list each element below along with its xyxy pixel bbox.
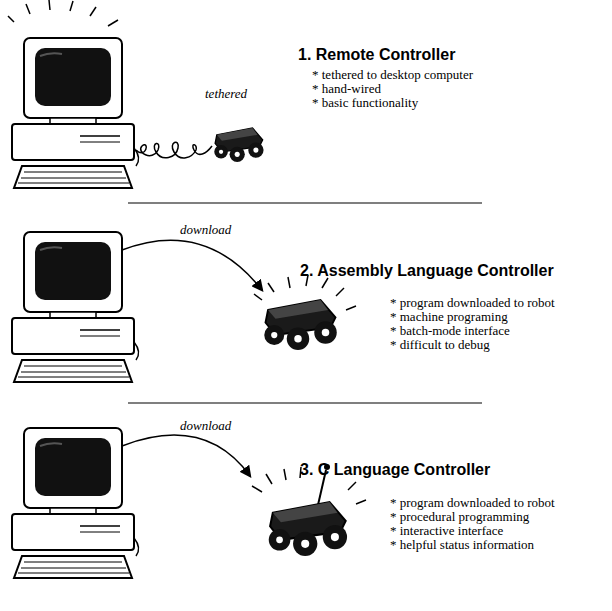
feature-bullet: * tethered to desktop computer bbox=[312, 68, 473, 82]
panel-title: 2. Assembly Language Controller bbox=[300, 262, 554, 280]
robot bbox=[264, 300, 337, 350]
feature-bullet: * machine programing bbox=[390, 310, 508, 324]
connection-label: download bbox=[180, 222, 231, 238]
desktop-computer bbox=[12, 232, 139, 382]
robot bbox=[214, 128, 263, 162]
download-arrow bbox=[122, 240, 262, 290]
feature-bullet: * interactive interface bbox=[390, 524, 503, 538]
panel-title: 3. C Language Controller bbox=[300, 461, 490, 479]
download-arrow bbox=[122, 435, 250, 476]
connection-label: download bbox=[180, 418, 231, 434]
robot bbox=[269, 502, 347, 556]
connection-label: tethered bbox=[205, 86, 247, 102]
desktop-computer bbox=[12, 428, 139, 578]
rays bbox=[8, 0, 118, 26]
panel-title: 1. Remote Controller bbox=[298, 46, 455, 64]
feature-bullet: * difficult to debug bbox=[390, 338, 490, 352]
feature-bullet: * batch-mode interface bbox=[390, 324, 510, 338]
feature-bullet: * hand-wired bbox=[312, 82, 381, 96]
feature-bullet: * helpful status information bbox=[390, 538, 534, 552]
feature-bullet: * basic functionality bbox=[312, 96, 418, 110]
feature-bullet: * program downloaded to robot bbox=[390, 496, 555, 510]
feature-bullet: * procedural programming bbox=[390, 510, 529, 524]
feature-bullet: * program downloaded to robot bbox=[390, 296, 555, 310]
separator-line bbox=[128, 402, 482, 403]
desktop-computer bbox=[12, 38, 139, 188]
separator-line bbox=[128, 202, 482, 203]
tether-cord bbox=[136, 142, 212, 158]
